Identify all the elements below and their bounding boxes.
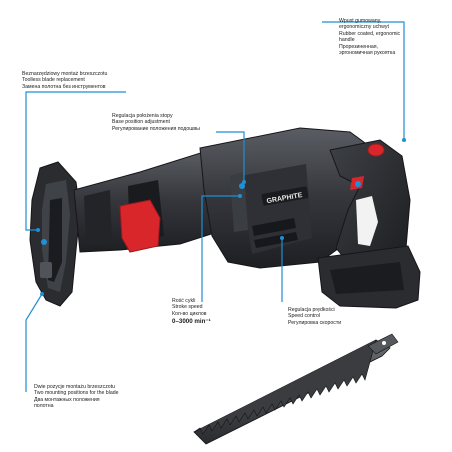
callout-line: Dwie pozycje montażu brzeszczotu [34, 384, 116, 390]
leader-base-position [216, 131, 245, 182]
battery-mount [317, 245, 421, 309]
saw-blade [193, 333, 399, 445]
callout-line: Stroke speed [172, 304, 203, 311]
callout-line: ergonomiczny uchwyt [339, 24, 389, 31]
callout-line: эргономичная рукоятка [339, 50, 396, 57]
callout-line: handle [339, 37, 355, 44]
callout-line: Toolless blade replacement [22, 77, 85, 84]
callout-line: Кол-во циклов [172, 310, 207, 317]
callout-base-position: Regulacja położenia stopy Base position … [112, 113, 200, 132]
leader-toolless [25, 91, 126, 231]
callout-line: Two mounting positions for the blade [34, 390, 119, 397]
callout-line: Регулирование положения подошвы [112, 125, 200, 132]
callout-line: Wpust gumowany, [339, 18, 382, 24]
callout-line: Rość cykli [172, 298, 196, 304]
callout-line: Регулировка скорости [288, 319, 342, 326]
callout-line: Rubber coated, ergonomic [339, 30, 401, 37]
callout-line: Regulacja położenia stopy [112, 113, 173, 119]
callout-stroke-rate: Rość cykli Stroke speed Кол-во циклов 0–… [172, 298, 211, 326]
callout-line: Прорезиненная, [339, 43, 379, 50]
callout-line: Speed control [288, 313, 321, 320]
leader-grip [322, 21, 405, 140]
callout-line: Замена полотна без инструментов [22, 83, 106, 90]
lock-button [367, 143, 385, 157]
callout-toolless-blade: Beznarzędziowy montaż brzeszczotu Toolle… [22, 71, 107, 90]
blue-detail-dot [355, 181, 361, 187]
leader-end-dots [36, 138, 406, 296]
callout-grip: Wpust gumowany, ergonomiczny uchwyt Rubb… [339, 18, 400, 56]
callout-line: Regulacja prędkości [288, 307, 335, 313]
stroke-rate-value: 0–3000 min⁻¹ [172, 318, 211, 326]
blue-detail-dot [239, 183, 245, 189]
callout-line: Beznarzędziowy montaż brzeszczotu [22, 71, 108, 77]
callout-speed-control: Regulacja prędkości Speed control Регули… [288, 307, 341, 326]
callout-line: Два монтажных положения [34, 396, 100, 403]
leader-blade-positions [25, 293, 43, 392]
saw-shoe [29, 161, 81, 307]
callout-leaders [25, 21, 405, 392]
callout-line: полотна [34, 403, 54, 410]
callout-blade-positions: Dwie pozycje montażu brzeszczotu Two mou… [34, 384, 119, 410]
front-grip-pad [119, 199, 161, 253]
blue-detail-dot [41, 239, 47, 245]
callout-line: Base position adjustment [112, 119, 170, 126]
leader-stroke-rate [201, 195, 240, 302]
